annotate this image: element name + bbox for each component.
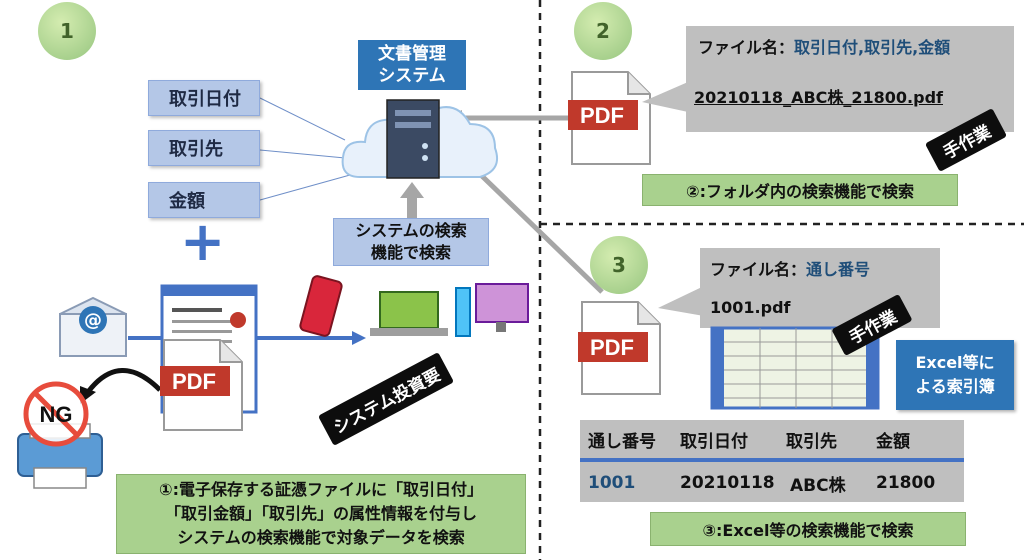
filename-callout-3: ファイル名：通し番号 1001.pdf — [700, 248, 940, 328]
email-at-glyph: @ — [84, 310, 102, 331]
table-cell: 1001 — [588, 473, 636, 493]
callout-value: 通し番号 — [806, 260, 871, 279]
table-divider — [580, 458, 964, 462]
section3-caption: ③:Excel等の検索機能で検索 — [650, 512, 966, 546]
table-cell: 21800 — [876, 473, 936, 493]
callout-pointer-3 — [658, 286, 704, 316]
excel-index-label: Excel等に よる索引簿 — [896, 340, 1014, 410]
table-header-cell: 取引日付 — [680, 431, 748, 452]
attribute-box-date: 取引日付 — [148, 80, 260, 116]
ng-text: NG — [40, 402, 73, 427]
section1-caption: ①:電子保存する証憑ファイルに「取引日付」 「取引金額」「取引先」の属性情報を付… — [116, 474, 526, 554]
section2-caption: ②:フォルダ内の検索機能で検索 — [642, 174, 958, 206]
step-3-badge: 3 — [590, 236, 648, 294]
pdf-file-icon-section2: PDF — [568, 71, 651, 165]
attribute-box-amount: 金額 — [148, 182, 260, 218]
step-1-badge: 1 — [38, 2, 96, 60]
pdf-label: PDF — [172, 369, 216, 394]
pdf-label: PDF — [580, 103, 624, 128]
step-2-badge: 2 — [574, 2, 632, 60]
pdf-file-icon-section3: PDF — [578, 301, 661, 395]
table-cell: 20210118 — [680, 473, 775, 493]
filename-example: 1001.pdf — [710, 298, 791, 317]
callout-pointer-2 — [642, 82, 688, 112]
callout-value: 取引日付,取引先,金額 — [794, 38, 951, 57]
attribute-box-partner: 取引先 — [148, 130, 260, 166]
callout-label: ファイル名： — [698, 38, 795, 57]
plus-icon: + — [180, 210, 226, 273]
cloud-server-icon — [341, 99, 499, 179]
table-header-cell: 金額 — [876, 431, 910, 452]
filename-example: 20210118_ABC株_21800.pdf — [694, 88, 943, 107]
pdf-label: PDF — [590, 335, 634, 360]
system-search-label: システムの検索 機能で検索 — [333, 218, 489, 266]
table-header-cell: 通し番号 — [588, 431, 656, 452]
pdf-file-icon-section1: PDF — [160, 339, 243, 431]
ng-printer-icon: NG — [17, 381, 103, 489]
devices-icon — [299, 275, 529, 337]
table-header-cell: 取引先 — [786, 431, 837, 452]
filename-callout-2: ファイル名：取引日付,取引先,金額 20210118_ABC株_21800.pd… — [686, 26, 1014, 132]
email-icon: @ — [59, 296, 127, 357]
callout-label: ファイル名： — [710, 260, 807, 279]
document-management-system-title: 文書管理 システム — [358, 40, 466, 90]
table-cell: ABC株 — [790, 475, 846, 496]
